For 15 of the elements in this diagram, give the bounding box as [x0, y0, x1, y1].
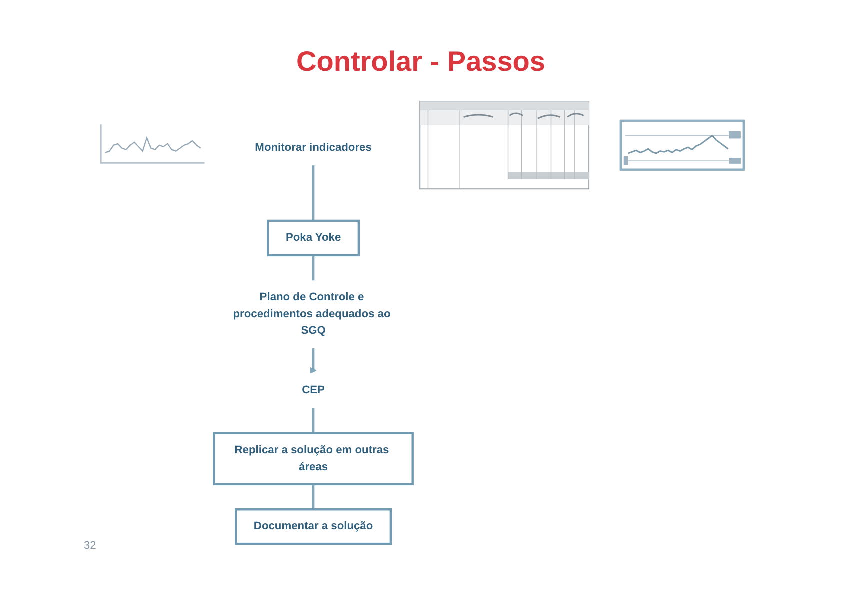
node-picture [419, 100, 590, 190]
page-number: 32 [84, 540, 96, 552]
slide-title: Controlar - Passos [296, 46, 546, 78]
node-text: Monitorar indicadores [255, 142, 372, 154]
node-picture [619, 119, 746, 172]
arrow [310, 347, 317, 374]
node-box: Documentar a solução [235, 508, 392, 546]
connector [312, 483, 315, 511]
node-box: Poka Yoke [267, 220, 360, 257]
connector [312, 164, 315, 222]
connector [312, 406, 315, 434]
connector [312, 254, 315, 282]
node-text: Plano de Controle e procedimentos adequados ao SGQ [233, 291, 391, 337]
node-text: CEP [302, 384, 325, 397]
node-box: Replicar a solução em outras áreas [213, 432, 414, 486]
